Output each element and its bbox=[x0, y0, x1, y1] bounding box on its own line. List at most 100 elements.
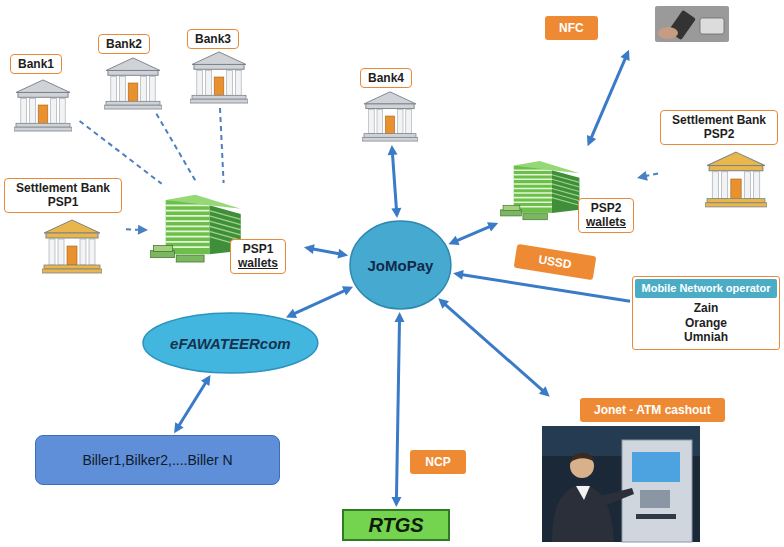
card-reader bbox=[700, 18, 724, 34]
hand bbox=[658, 27, 678, 39]
label-box: Settlement Bank PSP1 bbox=[4, 178, 122, 213]
label-box: Bank2 bbox=[98, 34, 150, 54]
connector bbox=[80, 121, 162, 184]
connector bbox=[126, 225, 148, 235]
node-text: JoMoPay bbox=[368, 257, 434, 274]
bank-icon bbox=[190, 52, 248, 103]
bank-icon bbox=[362, 92, 418, 141]
atm-screen bbox=[632, 452, 680, 482]
node-text: NFC bbox=[559, 21, 584, 35]
node-text: eFAWATEERcom bbox=[170, 335, 291, 352]
arrow-head bbox=[201, 375, 211, 386]
bank-icon bbox=[104, 58, 162, 109]
dashed-link bbox=[126, 228, 140, 231]
arrow-head bbox=[487, 222, 498, 231]
node-text: NCP bbox=[425, 455, 450, 469]
node-text: Jonet - ATM cashout bbox=[594, 403, 711, 417]
photo-ground bbox=[542, 426, 700, 542]
ellipse-node: eFAWATEERcom bbox=[142, 312, 319, 374]
labelled-icon: PSP1wallets bbox=[150, 185, 302, 281]
man-hair bbox=[570, 453, 594, 463]
connector bbox=[587, 50, 630, 146]
node-text: wallets bbox=[586, 215, 626, 229]
connector bbox=[448, 222, 498, 245]
arrow-head bbox=[453, 270, 464, 280]
arrow-line bbox=[396, 320, 399, 499]
arrow-line bbox=[444, 304, 544, 392]
labelled-icon: Settlement Bank PSP1 bbox=[4, 178, 124, 276]
connector bbox=[286, 286, 353, 318]
node-text: Bank2 bbox=[106, 37, 142, 51]
arrow-head bbox=[637, 171, 648, 181]
arrow-line bbox=[312, 249, 340, 254]
arrow-head bbox=[174, 422, 184, 433]
connector bbox=[156, 114, 197, 184]
arrow-line bbox=[392, 153, 396, 210]
label-box: Jonet - ATM cashout bbox=[580, 398, 725, 422]
arrow-head bbox=[438, 298, 449, 308]
arrow-head bbox=[587, 135, 596, 146]
label-box: NFC bbox=[545, 16, 598, 40]
man-suit bbox=[552, 484, 614, 542]
man-head bbox=[570, 454, 594, 478]
arrow-head bbox=[539, 386, 550, 396]
arrow-head bbox=[138, 225, 148, 235]
label-box: Bank4 bbox=[360, 68, 412, 88]
labelled-icon: Bank4 bbox=[358, 68, 420, 143]
arrow-line bbox=[293, 290, 346, 314]
operator-box: Mobile Network operatorZain Orange Umnia… bbox=[632, 276, 780, 350]
arrow-line bbox=[461, 275, 630, 302]
node-text: Bank1 bbox=[18, 57, 54, 71]
process-box: USSD bbox=[514, 244, 597, 280]
labelled-icon: Settlement Bank PSP2 bbox=[660, 110, 780, 210]
arrow-head bbox=[337, 249, 348, 259]
arrow-head bbox=[448, 236, 459, 245]
connector bbox=[438, 298, 550, 396]
arrow-head bbox=[388, 145, 398, 155]
psp-building bbox=[150, 195, 241, 262]
bank-icon bbox=[14, 80, 72, 131]
photo-ground bbox=[655, 6, 729, 42]
settlement-bank-icon bbox=[705, 152, 767, 207]
settlement-bank-icon bbox=[42, 220, 102, 273]
ellipse-label: JoMoPay bbox=[368, 257, 434, 274]
node-text: Biller1,Bilker2,....Biller N bbox=[82, 452, 232, 469]
node-text: Mobile Network operator bbox=[641, 282, 771, 295]
arrow-head bbox=[342, 286, 353, 295]
connector bbox=[220, 108, 224, 183]
node-text: RTGS bbox=[368, 513, 423, 537]
label-box: PSP1wallets bbox=[230, 239, 286, 274]
node-text: Settlement Bank PSP2 bbox=[668, 113, 770, 142]
node-text: Settlement Bank PSP1 bbox=[12, 181, 114, 210]
atm-slot bbox=[636, 514, 676, 519]
connector bbox=[388, 145, 402, 218]
arrow-head bbox=[304, 244, 315, 254]
dashed-link bbox=[80, 121, 162, 184]
labelled-icon: Jonet - ATM cashout bbox=[540, 398, 726, 542]
dashed-link bbox=[220, 108, 224, 183]
node-text: PSP1 bbox=[238, 242, 278, 256]
ellipse-shape bbox=[143, 313, 318, 373]
atm-photo bbox=[542, 426, 700, 542]
arrow-line bbox=[178, 382, 206, 427]
arrow-head bbox=[391, 208, 401, 218]
labelled-icon: PSP2wallets bbox=[500, 148, 635, 238]
arrow-head bbox=[391, 497, 401, 507]
node-text: Bank3 bbox=[195, 32, 231, 46]
ellipse-label: eFAWATEERcom bbox=[170, 335, 291, 352]
process-box: RTGS bbox=[342, 509, 450, 541]
labelled-icon: Bank3 bbox=[183, 27, 253, 106]
labelled-icon: NFC bbox=[545, 12, 730, 48]
ellipse-shape bbox=[350, 221, 451, 309]
connector bbox=[453, 270, 630, 301]
operator-list: Zain Orange Umniah bbox=[635, 298, 777, 347]
node-text: Zain Orange Umniah bbox=[674, 301, 738, 344]
node-text: USSD bbox=[537, 252, 572, 271]
arrow-line bbox=[456, 226, 491, 241]
node-text: PSP2 bbox=[586, 201, 626, 215]
dashed-link bbox=[156, 114, 197, 184]
process-box: NCP bbox=[410, 450, 466, 474]
psp-building bbox=[500, 161, 579, 220]
